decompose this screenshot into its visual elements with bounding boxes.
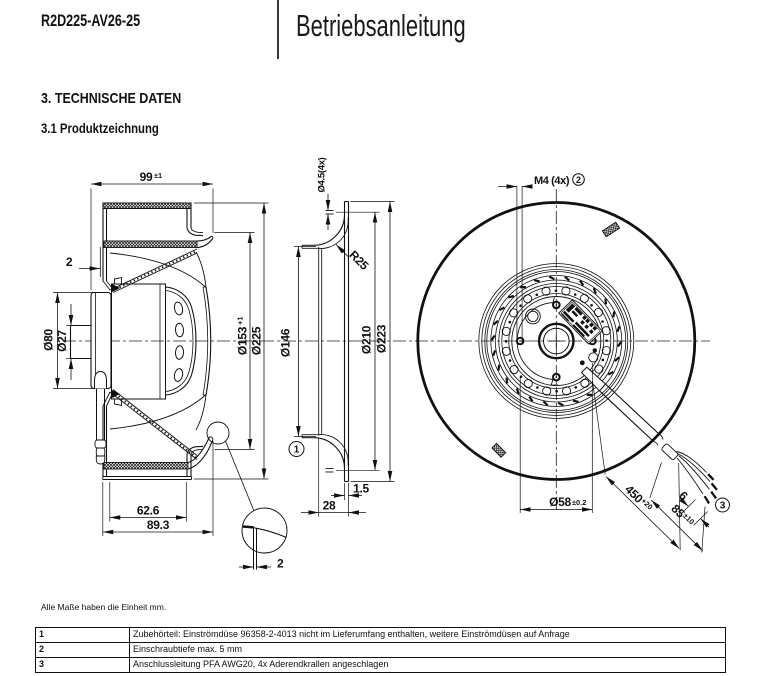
dim-m4: M4 (4x) xyxy=(534,175,570,187)
doc-number: R2D225-AV26-25 xyxy=(41,11,141,30)
callouts: 1 2 3 xyxy=(288,173,730,513)
units-note: Alle Maße haben die Einheit mm. xyxy=(41,602,167,612)
dim-2-gap: 2 xyxy=(66,255,73,269)
legend-row-text: Anschlussleitung PFA AWG20, 4x Aderendkr… xyxy=(129,656,726,673)
legend-row-number: 2 xyxy=(35,641,130,658)
dim-o146: Ø146 xyxy=(279,328,293,357)
dimension-labels: 99 ±1 2 Ø80 Ø27 Ø153 +1 Ø225 62.6 89.3 2… xyxy=(42,157,697,570)
front-view xyxy=(416,189,697,513)
section-subheading: 3.1 Produktzeichnung xyxy=(41,121,159,136)
dim-o223: Ø223 xyxy=(375,324,389,353)
dim-1-5: 1.5 xyxy=(353,482,369,496)
dim-o58: Ø58 xyxy=(549,495,571,509)
front-view-dimensions xyxy=(498,184,710,553)
balance-weight xyxy=(601,221,621,238)
dim-r25: R25 xyxy=(346,248,371,273)
dim-o58-tol: ±0.2 xyxy=(572,498,586,507)
side-view-dimensions xyxy=(53,181,269,536)
dim-99-tol: ±1 xyxy=(154,171,162,180)
dim-62-6: 62.6 xyxy=(137,504,160,518)
legend-row-number: 3 xyxy=(35,656,130,673)
callout-3: 3 xyxy=(720,501,726,512)
dim-28: 28 xyxy=(323,499,336,513)
detail-view xyxy=(239,507,288,570)
dim-o80: Ø80 xyxy=(42,328,56,350)
side-view xyxy=(69,202,255,512)
dim-o27: Ø27 xyxy=(55,329,69,351)
page-title: Betriebsanleitung xyxy=(296,9,466,43)
header-divider xyxy=(277,0,279,59)
legend-row-text: Zubehörteil: Einströmdüse 96358-2-4013 n… xyxy=(129,627,726,643)
dim-99: 99 xyxy=(140,170,153,184)
legend-row-number: 1 xyxy=(35,627,130,643)
dim-o225: Ø225 xyxy=(250,326,264,355)
legend-row-text: Einschraubtiefe max. 5 mm xyxy=(129,641,726,658)
callout-2: 2 xyxy=(576,175,581,185)
inlet-ring-view xyxy=(301,200,350,483)
dim-o210: Ø210 xyxy=(360,325,374,354)
cable xyxy=(580,366,718,505)
dim-89-3: 89.3 xyxy=(147,518,170,532)
inlet-ring-dimensions xyxy=(294,194,395,517)
dim-detail-2: 2 xyxy=(277,557,284,571)
nameplate xyxy=(558,299,603,345)
callout-1: 1 xyxy=(294,445,300,456)
section-heading: 3. TECHNISCHE DATEN xyxy=(41,90,182,107)
dim-o45: Ø4.5(4x) xyxy=(317,157,328,192)
front-view-details xyxy=(490,221,623,458)
dim-o153: Ø153 xyxy=(236,326,250,355)
balance-weight xyxy=(491,442,507,458)
dim-o153-tol: +1 xyxy=(236,317,245,325)
